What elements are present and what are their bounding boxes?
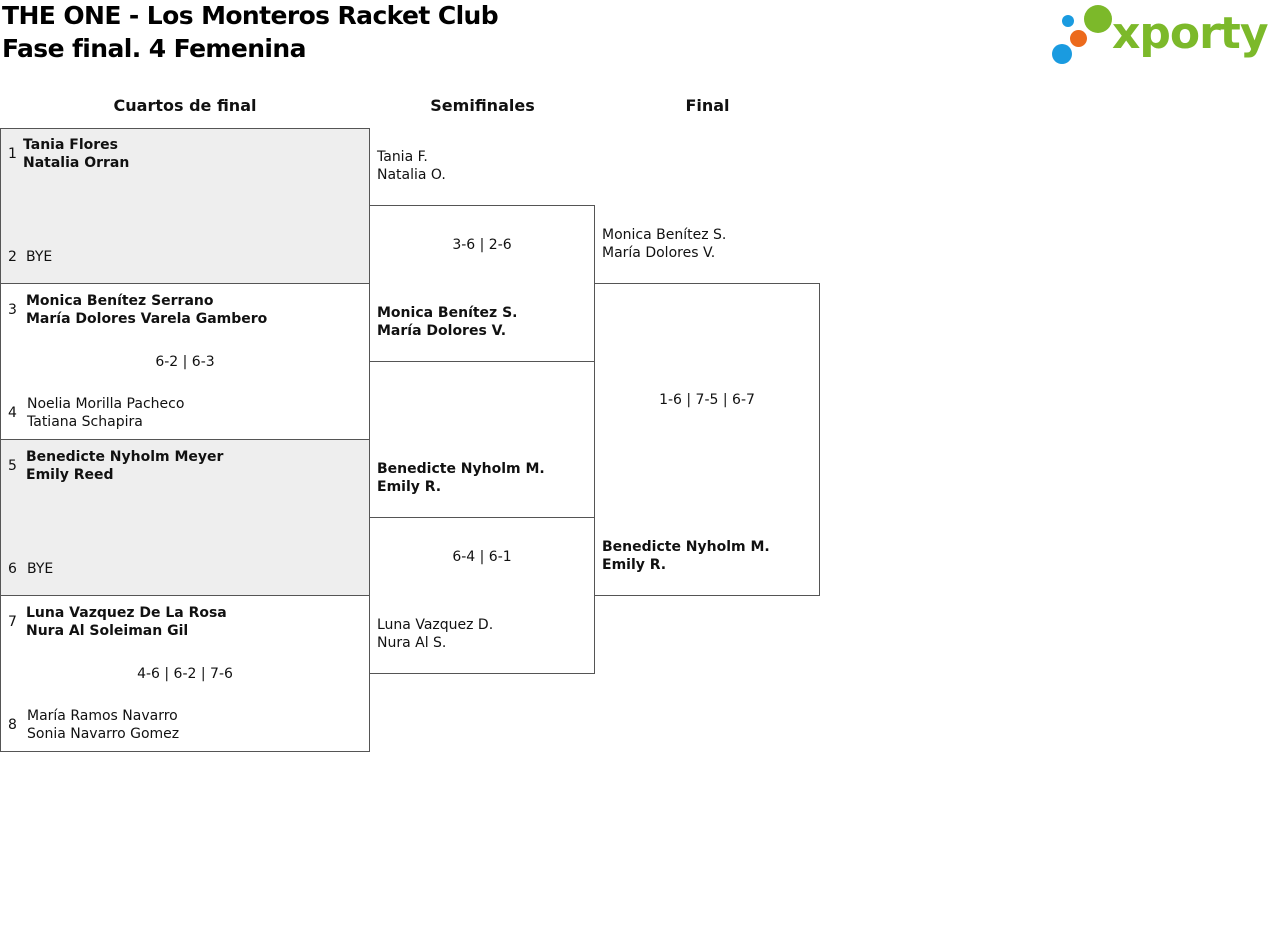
- match-score: 6-2 | 6-3: [155, 354, 215, 370]
- player-name: Emily R.: [377, 479, 442, 495]
- match-score: 3-6 | 2-6: [452, 237, 512, 253]
- player-name: Emily R.: [602, 557, 667, 573]
- match-score: 1-6 | 7-5 | 6-7: [659, 392, 755, 408]
- player-name: Nura Al Soleiman Gil: [26, 623, 189, 639]
- seed-number: 3: [8, 302, 17, 318]
- logo-blue-dot: [1052, 44, 1072, 64]
- page-title: THE ONE - Los Monteros Racket Club: [2, 1, 499, 30]
- player-name: Benedicte Nyholm Meyer: [26, 449, 224, 465]
- player-name: Benedicte Nyholm M.: [602, 539, 770, 555]
- player-name: Natalia O.: [377, 167, 446, 183]
- round-title-quarterfinals: Cuartos de final: [113, 96, 257, 115]
- match-score: 4-6 | 6-2 | 7-6: [137, 666, 233, 682]
- player-name: María Dolores Varela Gambero: [26, 311, 268, 327]
- logo-green-dot: [1084, 5, 1112, 33]
- final-match[interactable]: 1-6 | 7-5 | 6-7 Benedicte Nyholm M. Emil…: [594, 283, 820, 596]
- logo-blue-small-dot: [1062, 15, 1074, 27]
- seed-number: 8: [8, 717, 17, 733]
- player-name: Noelia Morilla Pacheco: [27, 396, 185, 412]
- quarterfinal-match-2[interactable]: 3 Monica Benítez Serrano María Dolores V…: [0, 283, 370, 440]
- player-name: Luna Vazquez D.: [377, 617, 494, 633]
- player-name: Tatiana Schapira: [27, 414, 143, 430]
- semifinal-match-1[interactable]: 3-6 | 2-6 Monica Benítez S. María Dolore…: [369, 205, 595, 362]
- bye-label: BYE: [27, 561, 54, 577]
- seed-number: 7: [8, 614, 17, 630]
- semifinal-match-2[interactable]: 6-4 | 6-1 Luna Vazquez D. Nura Al S.: [369, 517, 595, 674]
- page-subtitle: Fase final. 4 Femenina: [2, 34, 306, 63]
- player-name: Benedicte Nyholm M.: [377, 461, 545, 477]
- player-name: Natalia Orran: [23, 155, 130, 171]
- player-name: Monica Benítez Serrano: [26, 293, 214, 309]
- seed-number: 2: [8, 249, 17, 265]
- quarterfinal-match-1[interactable]: 1 Tania Flores Natalia Orran 2 BYE: [0, 128, 370, 284]
- logo-orange-dot: [1070, 30, 1087, 47]
- round-title-semifinals: Semifinales: [430, 96, 535, 115]
- player-name: María Dolores V.: [602, 245, 716, 261]
- player-name: María Dolores V.: [377, 323, 507, 339]
- player-name: Tania F.: [377, 149, 428, 165]
- player-name: Emily Reed: [26, 467, 114, 483]
- seed-number: 5: [8, 458, 17, 474]
- player-name: Nura Al S.: [377, 635, 447, 651]
- seed-number: 1: [8, 146, 17, 162]
- round-title-final: Final: [685, 96, 730, 115]
- player-name: Monica Benítez S.: [602, 227, 727, 243]
- logo-wordmark: xporty: [1112, 8, 1269, 59]
- seed-number: 4: [8, 405, 17, 421]
- player-name: Tania Flores: [23, 137, 118, 153]
- player-name: Luna Vazquez De La Rosa: [26, 605, 227, 621]
- player-name: María Ramos Navarro: [27, 708, 178, 724]
- bye-label: BYE: [26, 249, 53, 265]
- quarterfinal-match-4[interactable]: 7 Luna Vazquez De La Rosa Nura Al Soleim…: [0, 595, 370, 752]
- match-score: 6-4 | 6-1: [452, 549, 512, 565]
- player-name: Monica Benítez S.: [377, 305, 518, 321]
- xporty-logo[interactable]: xporty: [1052, 5, 1274, 67]
- quarterfinal-match-3[interactable]: 5 Benedicte Nyholm Meyer Emily Reed 6 BY…: [0, 439, 370, 596]
- player-name: Sonia Navarro Gomez: [27, 726, 180, 742]
- seed-number: 6: [8, 561, 17, 577]
